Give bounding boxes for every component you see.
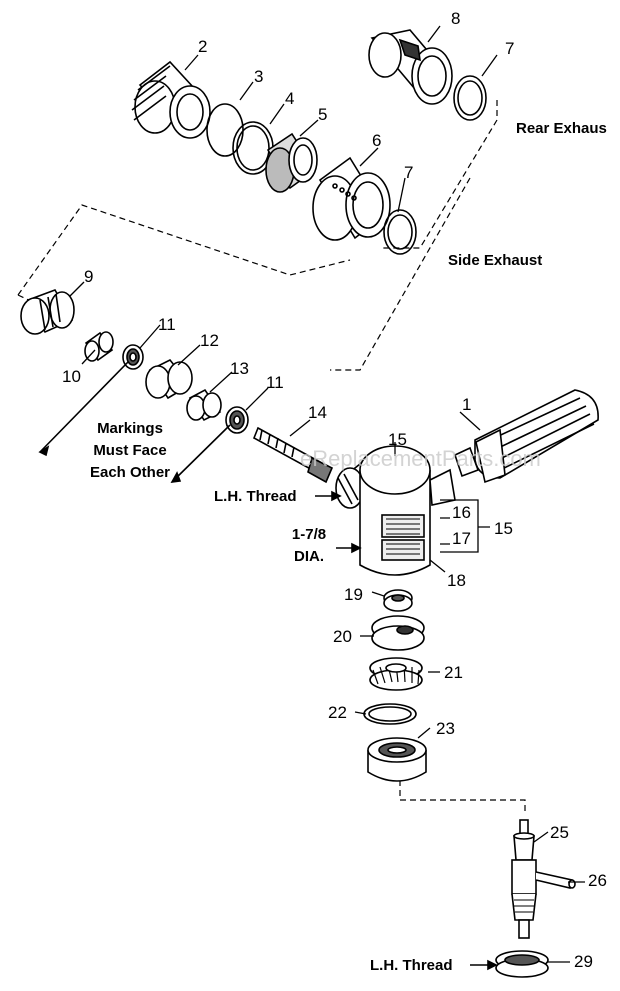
part-1-handle (454, 389, 599, 484)
callout-17: 17 (452, 529, 471, 548)
watermark: eReplacementParts.com (300, 446, 541, 471)
part-26-pin (535, 871, 573, 889)
callout-19: 19 (344, 585, 363, 604)
callout-3: 3 (254, 67, 264, 86)
part-12-spacer (145, 358, 193, 400)
callout-6: 6 (372, 131, 382, 150)
markings-arrow-right (170, 471, 182, 483)
callout-9: 9 (84, 267, 94, 286)
angle-head-body (335, 445, 456, 576)
part-13-spacer (186, 388, 222, 422)
callout-25: 25 (550, 823, 569, 842)
markings-arrow-left (38, 445, 50, 457)
part-19-bearing (383, 589, 413, 612)
part-7-ring-upper (453, 75, 487, 121)
markings-note-line-3: Each Other (89, 464, 171, 481)
diameter-label-line-1: 1-7/8 (291, 526, 327, 543)
part-10-bushing (84, 331, 114, 362)
part-7-ring-lower (383, 209, 417, 255)
side-exhaust-label: Side Exhaust (448, 252, 543, 269)
callout-15-right: 15 (494, 519, 513, 538)
part-11-bearing-a (122, 344, 144, 370)
callout-11-lower: 11 (266, 373, 284, 392)
callout-8: 8 (451, 9, 461, 28)
diameter-label-line-2: DIA. (294, 548, 324, 565)
part-23-housing (367, 737, 427, 782)
callout-18: 18 (447, 571, 466, 590)
callout-22: 22 (328, 703, 347, 722)
rear-exhaust-label: Rear Exhaus (516, 120, 607, 137)
part-20-plate (371, 615, 425, 651)
callout-23: 23 (436, 719, 455, 738)
part-6-sleeve (312, 156, 391, 241)
part-5-muffler (265, 132, 318, 193)
lh-thread-top-label: L.H. Thread (214, 488, 297, 505)
part-11-bearing-b (225, 406, 249, 434)
markings-note-line-2: Must Face (93, 442, 167, 459)
part-14-spindle (252, 426, 334, 484)
part-9-fitting (20, 289, 75, 335)
callout-21: 21 (444, 663, 463, 682)
part-21-gear (369, 657, 423, 691)
callout-10: 10 (62, 367, 81, 386)
lh-thread-bottom-label: L.H. Thread (370, 957, 453, 974)
assembly-guide-lines (17, 100, 526, 815)
markings-pointer-lines (39, 361, 231, 483)
callout-20: 20 (333, 627, 352, 646)
callout-1: 1 (462, 395, 472, 414)
part-29-nut (495, 950, 549, 978)
callout-29: 29 (574, 952, 593, 971)
leader-lines (69, 25, 585, 963)
part-8-rear-housing (368, 29, 453, 105)
callout-16: 16 (452, 503, 471, 522)
callout-11-upper: 11 (158, 315, 176, 334)
callout-14: 14 (308, 403, 327, 422)
callout-13: 13 (230, 359, 249, 378)
callout-7-lower: 7 (404, 163, 414, 182)
callout-26: 26 (588, 871, 607, 890)
callout-4: 4 (285, 89, 295, 108)
callout-5: 5 (318, 105, 328, 124)
part-2-housing (131, 60, 211, 139)
callout-12: 12 (200, 331, 219, 350)
callout-15-top: 15 (388, 430, 407, 449)
part-25-spindle (511, 819, 537, 939)
callout-2: 2 (198, 37, 208, 56)
markings-note-line-1: Markings (97, 420, 163, 437)
callout-7-upper: 7 (505, 39, 515, 58)
